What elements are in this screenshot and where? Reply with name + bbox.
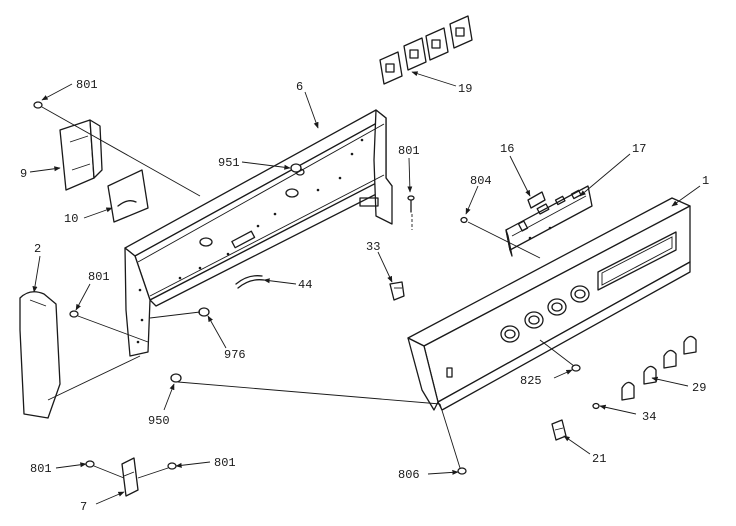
part-9-bracket bbox=[59, 119, 103, 191]
callout-806: 806 bbox=[398, 468, 420, 482]
part-16-board-clip bbox=[527, 191, 546, 209]
callout-825: 825 bbox=[520, 374, 542, 388]
part-10-bracket bbox=[107, 169, 149, 223]
callout-9: 9 bbox=[20, 167, 27, 181]
part-29-knobs bbox=[621, 335, 697, 401]
callout-arrows bbox=[29, 71, 701, 505]
callout-801-top-left: 801 bbox=[76, 78, 98, 92]
part-2-side-trim bbox=[19, 291, 61, 419]
callout-29: 29 bbox=[692, 381, 706, 395]
part-19-switches bbox=[379, 15, 473, 85]
callout-19: 19 bbox=[458, 82, 472, 96]
part-17-control-board bbox=[505, 185, 593, 257]
part-33-clip bbox=[389, 281, 405, 301]
callout-801-bottom-right: 801 bbox=[214, 456, 236, 470]
callout-44: 44 bbox=[298, 278, 312, 292]
callout-16: 16 bbox=[500, 142, 514, 156]
callout-950: 950 bbox=[148, 414, 170, 428]
callout-labels: 801 6 19 9 951 801 16 17 804 1 10 2 33 4… bbox=[20, 78, 709, 514]
part-21-clip bbox=[551, 419, 567, 441]
part-6-rear-bracket bbox=[124, 109, 393, 357]
callout-976: 976 bbox=[224, 348, 246, 362]
callout-10: 10 bbox=[64, 212, 78, 226]
part-44-rod bbox=[235, 275, 265, 289]
assembly-lines bbox=[41, 106, 575, 479]
callout-2: 2 bbox=[34, 242, 41, 256]
part-7-bracket bbox=[121, 457, 139, 497]
callout-21: 21 bbox=[592, 452, 606, 466]
callout-1: 1 bbox=[702, 174, 709, 188]
callout-34: 34 bbox=[642, 410, 656, 424]
callout-801-bottom-left: 801 bbox=[30, 462, 52, 476]
callout-33: 33 bbox=[366, 240, 380, 254]
callout-6: 6 bbox=[296, 80, 303, 94]
callout-7: 7 bbox=[80, 500, 87, 514]
callout-17: 17 bbox=[632, 142, 646, 156]
callout-804: 804 bbox=[470, 174, 492, 188]
callout-801-right: 801 bbox=[398, 144, 420, 158]
hardware-screws bbox=[33, 101, 600, 475]
callout-951: 951 bbox=[218, 156, 240, 170]
callout-801-left-mid: 801 bbox=[88, 270, 110, 284]
